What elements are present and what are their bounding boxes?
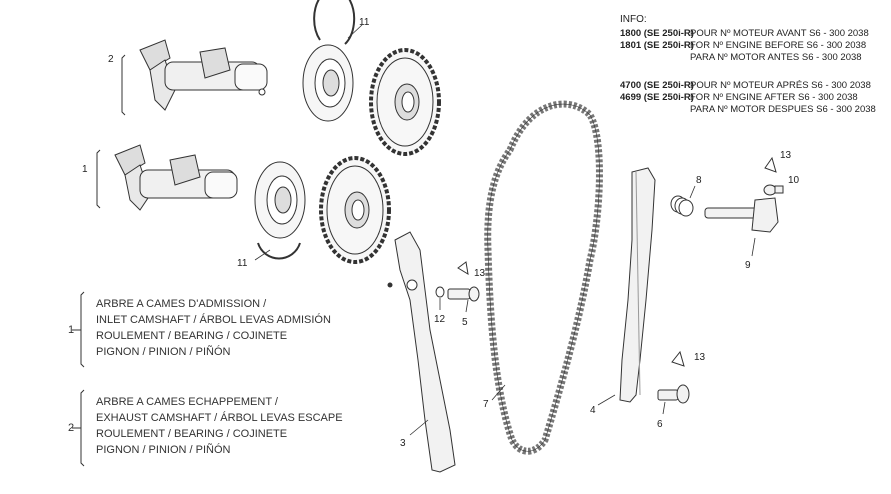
info-desc: PARA Nº MOTOR ANTES S6 - 300 2038 xyxy=(690,52,862,63)
info-desc: PARA Nº MOTOR DESPUES S6 - 300 2038 xyxy=(690,104,876,115)
upper-circlip-icon xyxy=(313,0,356,45)
plug-bolt-icon xyxy=(763,184,784,196)
info-row: PARA Nº MOTOR ANTES S6 - 300 2038 xyxy=(620,52,876,64)
legend-line: ARBRE A CAMES D'ADMISSION / xyxy=(96,298,267,310)
inlet-camshaft-icon xyxy=(114,144,238,211)
info-block: INFO: 1800 (SE 250i-R)POUR Nº MOTEUR AVA… xyxy=(620,14,876,116)
info-code: 4700 (SE 250i-R) xyxy=(620,80,694,91)
info-code: 4699 (SE 250i-R) xyxy=(620,92,694,103)
legend-line: PIGNON / PINION / PIÑÓN xyxy=(96,444,231,456)
legend-bracket-1 xyxy=(80,291,85,368)
info-row: PARA Nº MOTOR DESPUES S6 - 300 2038 xyxy=(620,104,876,116)
info-desc: POUR Nº MOTEUR AVANT S6 - 300 2038 xyxy=(690,28,869,39)
info-desc: FOR Nº ENGINE AFTER S6 - 300 2038 xyxy=(690,92,858,103)
callout-11a: 11 xyxy=(359,17,370,28)
lower-circlip-icon xyxy=(257,242,301,260)
callout-3: 3 xyxy=(400,438,406,449)
tensioner-plunger-icon xyxy=(704,197,779,233)
legend-number: 2 xyxy=(68,422,75,434)
legend-number: 1 xyxy=(68,324,75,336)
clip-icon xyxy=(671,350,685,367)
legend-line: INLET CAMSHAFT / ÁRBOL LEVAS ADMISIÓN xyxy=(96,314,331,326)
legend-bracket-2 xyxy=(80,389,85,467)
upper-sprocket-icon xyxy=(369,48,441,156)
legend-item-1: 1 ARBRE A CAMES D'ADMISSION / INLET CAMS… xyxy=(68,296,331,360)
info-title: INFO: xyxy=(620,14,647,25)
info-desc: POUR Nº MOTEUR APRÉS S6 - 300 2038 xyxy=(690,80,871,91)
info-code: 1800 (SE 250i-R) xyxy=(620,28,694,39)
legend-line: ROULEMENT / BEARING / COJINETE xyxy=(96,330,288,342)
callout-5: 5 xyxy=(462,317,468,328)
tensioner-spring-icon xyxy=(670,195,694,217)
legend-line: ROULEMENT / BEARING / COJINETE xyxy=(96,428,288,440)
exhaust-camshaft-icon xyxy=(139,39,268,111)
guide-bolt-icon xyxy=(657,384,690,404)
callout-2: 2 xyxy=(108,54,114,65)
callout-13a: 13 xyxy=(780,150,792,161)
callout-1: 1 xyxy=(82,164,88,175)
callout-13b: 13 xyxy=(474,268,486,279)
timing-chain-icon xyxy=(484,100,603,455)
info-row: 1800 (SE 250i-R)POUR Nº MOTEUR AVANT S6 … xyxy=(620,28,876,40)
callout-9: 9 xyxy=(745,260,751,271)
callout-12: 12 xyxy=(434,314,446,325)
legend-item-2: 2 ARBRE A CAMES ECHAPPEMENT / EXHAUST CA… xyxy=(68,394,343,458)
info-code: 1801 (SE 250i-R) xyxy=(620,40,694,51)
callout-10: 10 xyxy=(788,175,800,186)
legend-line: ARBRE A CAMES ECHAPPEMENT / xyxy=(96,396,278,408)
info-row: 4699 (SE 250i-R)FOR Nº ENGINE AFTER S6 -… xyxy=(620,92,876,104)
callout-4: 4 xyxy=(590,405,596,416)
washer-icon xyxy=(435,286,445,298)
lower-sprocket-icon xyxy=(319,156,391,264)
clip-icon xyxy=(764,156,777,173)
info-desc: FOR Nº ENGINE BEFORE S6 - 300 2038 xyxy=(690,40,867,51)
callout-13c: 13 xyxy=(694,352,706,363)
legend-line: EXHAUST CAMSHAFT / ÁRBOL LEVAS ESCAPE xyxy=(96,412,343,424)
callout-6: 6 xyxy=(657,419,663,430)
legend-line: PIGNON / PINION / PIÑÓN xyxy=(96,346,231,358)
chain-tensioner-guide-icon xyxy=(387,231,456,473)
callout-7: 7 xyxy=(483,399,489,410)
callout-8: 8 xyxy=(696,175,702,186)
upper-bearing-icon xyxy=(302,44,354,122)
chain-guide-rail-icon xyxy=(619,167,656,403)
lower-bearing-icon xyxy=(254,161,306,239)
info-row: 4700 (SE 250i-R)POUR Nº MOTEUR APRÉS S6 … xyxy=(620,80,876,92)
info-row: 1801 (SE 250i-R)FOR Nº ENGINE BEFORE S6 … xyxy=(620,40,876,52)
callout-11b: 11 xyxy=(237,258,248,269)
pivot-bolt-icon xyxy=(447,286,480,302)
clip-icon xyxy=(457,261,469,275)
